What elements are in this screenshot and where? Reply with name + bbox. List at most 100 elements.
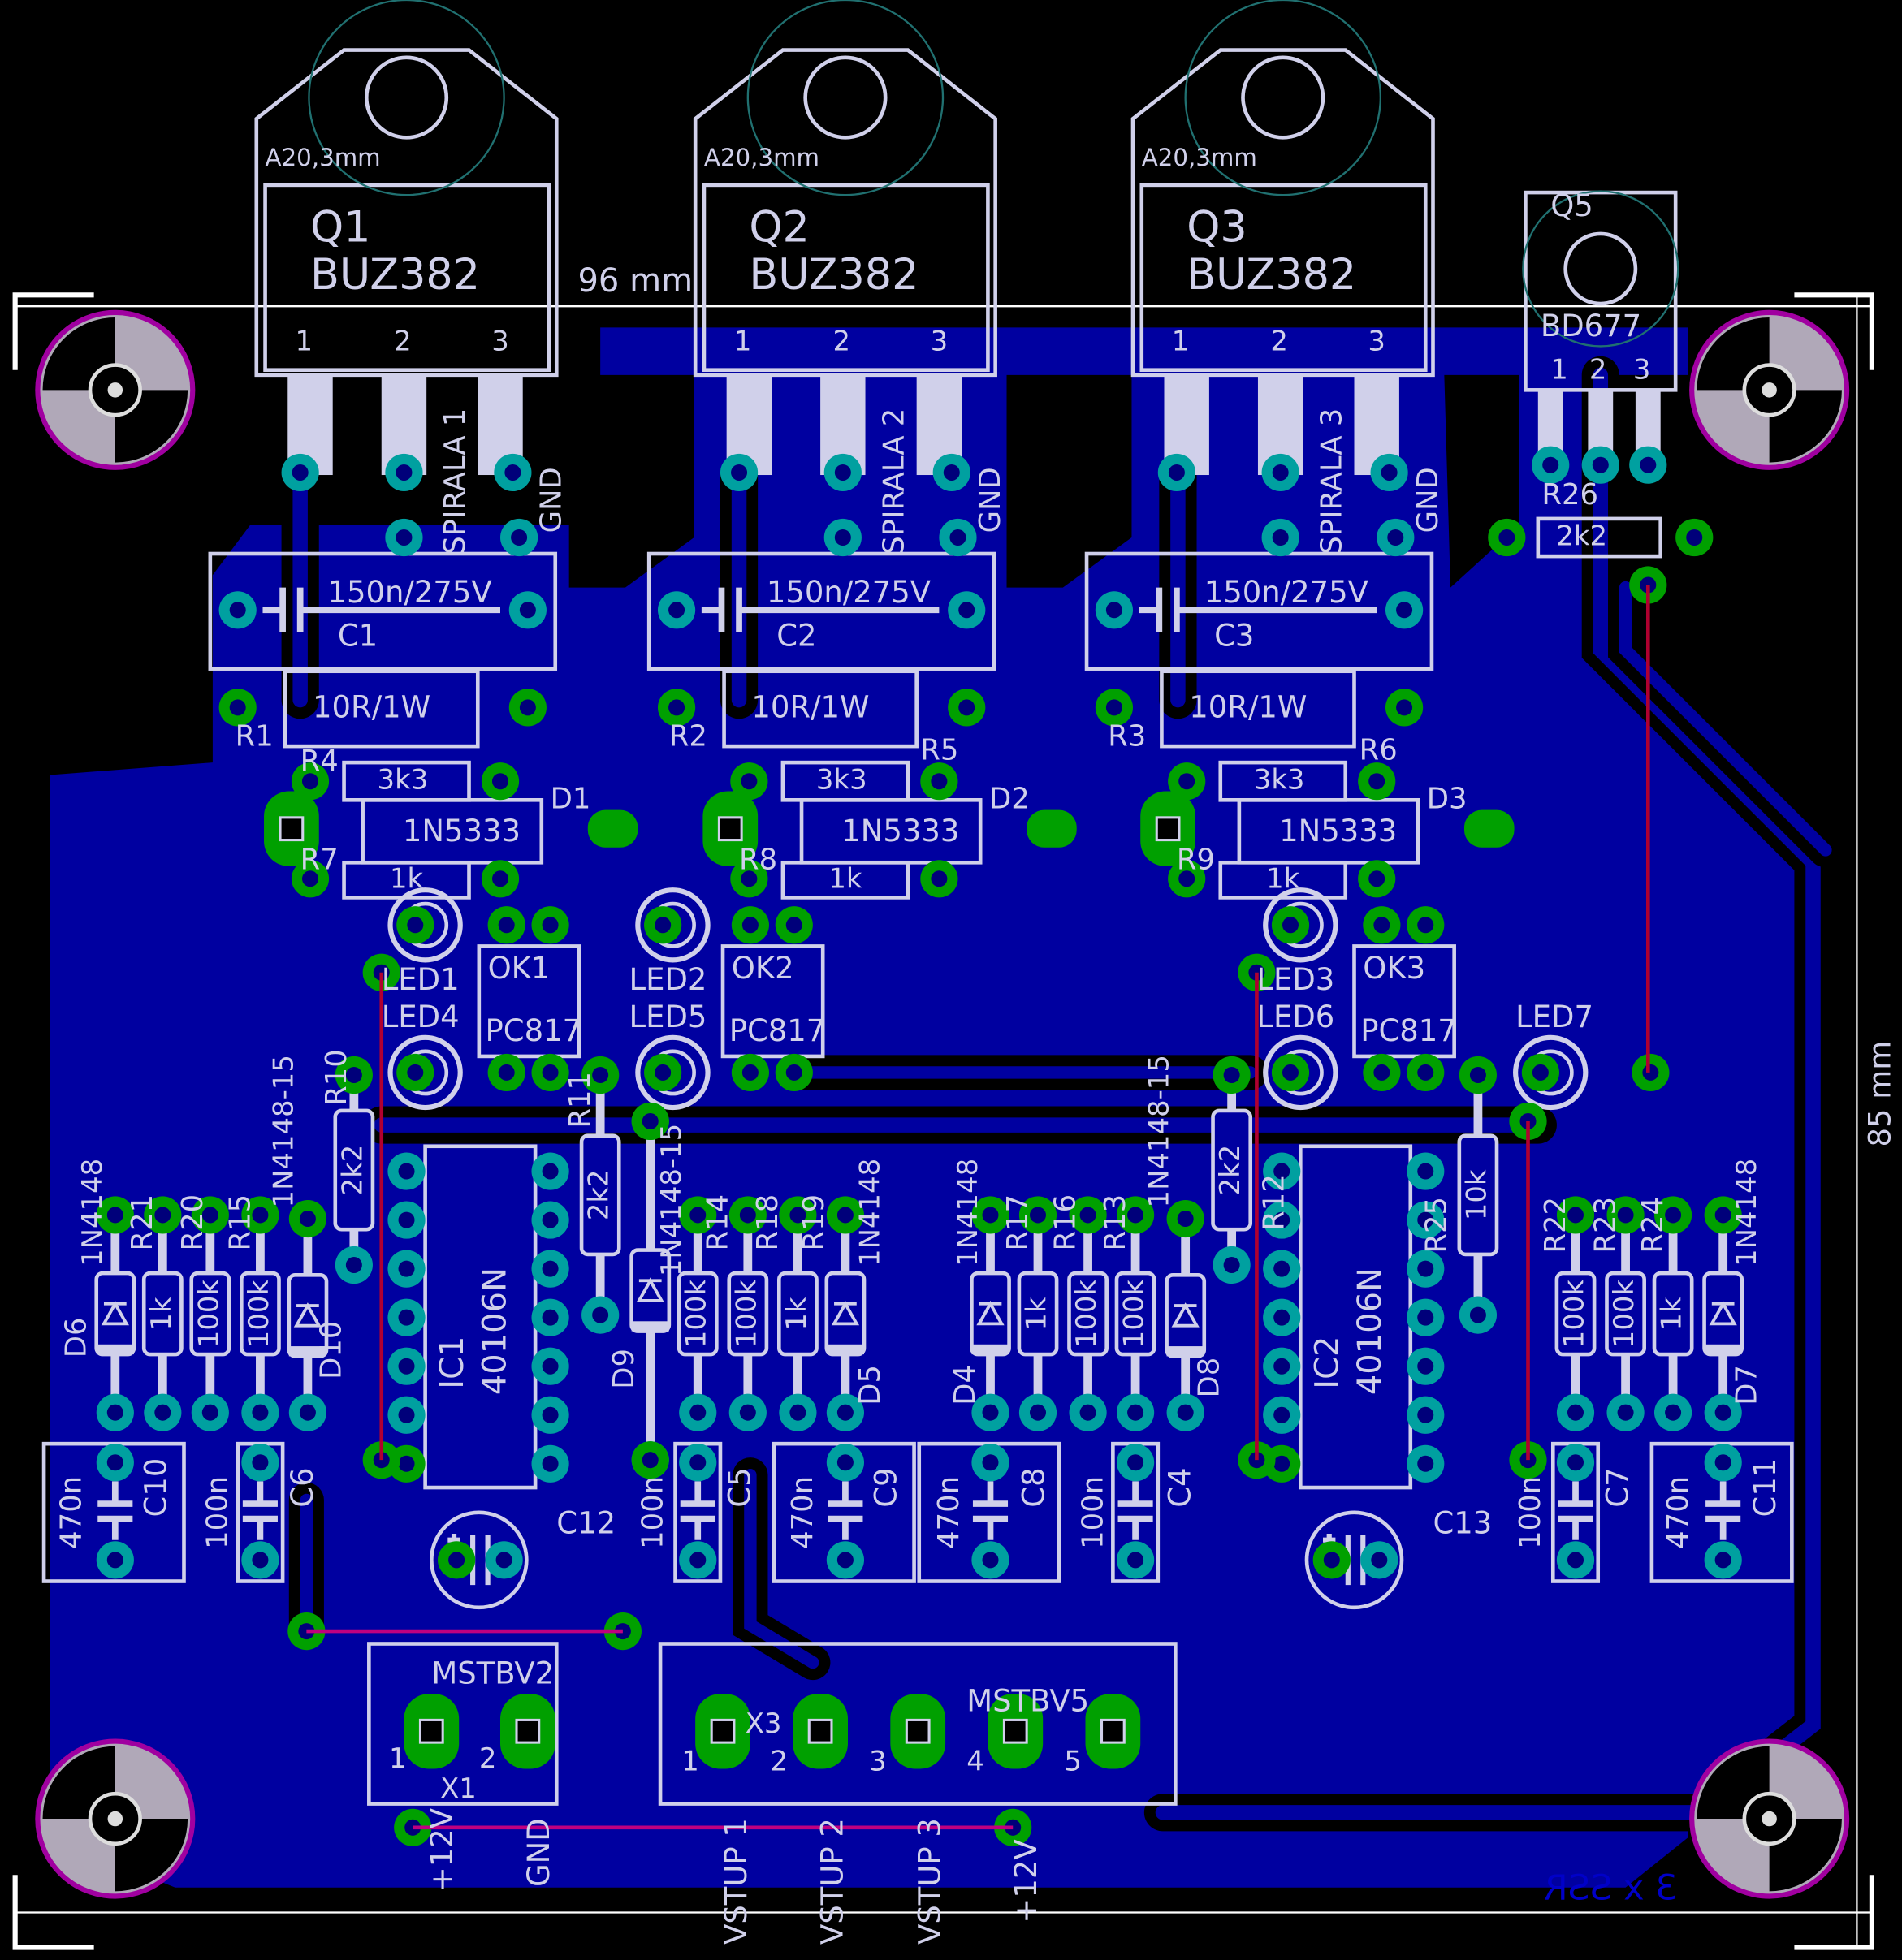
mounting-hole xyxy=(35,309,196,470)
c6-ref: C6 xyxy=(285,1467,320,1507)
pads xyxy=(96,446,1742,1846)
r14-ref: R14 xyxy=(701,1194,734,1251)
transistor-pad xyxy=(499,518,538,557)
r25-value: 10k xyxy=(1460,1169,1492,1220)
pad-drill xyxy=(1567,1404,1584,1421)
pad-drill xyxy=(407,917,424,934)
component-pad xyxy=(144,1196,182,1234)
diode-symbol xyxy=(1709,1300,1737,1326)
resistor-ref: R3 xyxy=(1108,719,1146,753)
trace xyxy=(744,1468,819,1669)
pad-drill xyxy=(668,699,685,716)
pad xyxy=(920,860,958,898)
r23-ref: R23 xyxy=(1589,1197,1622,1254)
optocoupler-pad xyxy=(1363,1053,1401,1092)
resistor-body xyxy=(1605,1271,1646,1357)
pad-drill xyxy=(836,1207,854,1224)
terminal-pad xyxy=(988,1694,1044,1769)
pad-drill xyxy=(836,1454,854,1471)
component-pad xyxy=(1069,1393,1107,1431)
d6-ref: D6 xyxy=(60,1317,93,1358)
pad-drill xyxy=(396,464,413,481)
pad-drill xyxy=(292,464,309,481)
pad-drill xyxy=(836,1404,854,1421)
pad-drill xyxy=(982,1207,999,1224)
pin-number: 3 xyxy=(1633,354,1651,386)
pad-drill xyxy=(1417,1455,1434,1472)
pad xyxy=(1168,762,1206,801)
capacitor-symbol xyxy=(242,1481,278,1540)
resistor-ref: R8 xyxy=(739,844,777,877)
capacitor-symbol xyxy=(1558,1481,1593,1540)
r11-ref: R11 xyxy=(564,1072,597,1129)
pad-drill xyxy=(1177,1404,1194,1421)
pad xyxy=(1407,1250,1445,1288)
pad-drill xyxy=(252,1207,269,1224)
electrolytic-outline xyxy=(430,1510,529,1610)
resistor-ref: R26 xyxy=(1541,478,1598,512)
d4-ref: D4 xyxy=(949,1365,982,1405)
r18-ref: R18 xyxy=(751,1194,785,1251)
component-pad xyxy=(96,1393,134,1431)
pad xyxy=(730,762,768,801)
pin-number: 3 xyxy=(869,1745,887,1777)
pad xyxy=(1704,1444,1742,1482)
mounting-holes xyxy=(35,309,1850,1899)
pad-drill xyxy=(229,602,246,619)
zener-pad xyxy=(702,791,759,866)
pad xyxy=(1263,1250,1301,1288)
electrolytic-outline xyxy=(1304,1510,1404,1610)
diode-ref: D3 xyxy=(1427,782,1468,815)
component-pad xyxy=(1069,1196,1107,1234)
connector-type: MSTBV5 xyxy=(966,1683,1089,1718)
pad-drill xyxy=(1714,1207,1731,1224)
c11-value: 470n xyxy=(1662,1476,1695,1549)
pad xyxy=(96,1444,134,1482)
pad xyxy=(218,689,257,727)
pad-drill xyxy=(958,699,975,716)
pad-drill xyxy=(495,1552,512,1569)
pad-drill xyxy=(789,1207,806,1224)
pad xyxy=(826,1541,865,1579)
component-pad xyxy=(826,1393,865,1431)
pin-number: 2 xyxy=(479,1742,497,1774)
pad xyxy=(96,1541,134,1579)
pad-drill xyxy=(689,1404,707,1421)
pad-drill xyxy=(1127,1552,1144,1569)
pad-drill xyxy=(448,1552,465,1569)
c10-ref: C10 xyxy=(139,1458,174,1517)
pad xyxy=(1488,518,1526,557)
led-pad xyxy=(1271,906,1310,944)
hole-center xyxy=(1762,382,1777,398)
mounting-hole xyxy=(1689,1738,1850,1899)
pad xyxy=(1095,689,1134,727)
pin-number: 1 xyxy=(1550,354,1568,386)
r16-value: 100k xyxy=(1070,1280,1102,1349)
r12-ref: R12 xyxy=(1258,1174,1291,1231)
transistor-outline xyxy=(1130,48,1435,378)
optocoupler-value: PC817 xyxy=(486,1013,582,1048)
diode-ref: D2 xyxy=(989,782,1030,815)
q5-heatsink xyxy=(1522,190,1679,348)
optocoupler-pad xyxy=(531,906,569,944)
c12-ref: C12 xyxy=(556,1506,616,1541)
connector-x3-outline xyxy=(658,1642,1178,1806)
connector-ref: X1 xyxy=(440,1772,477,1804)
pad-drill xyxy=(1178,773,1195,790)
pad-drill xyxy=(958,602,975,619)
component-pad xyxy=(679,1393,717,1431)
component-pad xyxy=(1213,1246,1251,1284)
pad-drill xyxy=(1417,1163,1434,1180)
pad xyxy=(387,1298,426,1336)
optocoupler-pad xyxy=(487,1053,525,1092)
pad-drill xyxy=(1127,1454,1144,1471)
pad-drill xyxy=(1272,529,1289,546)
led-outline xyxy=(387,1034,463,1111)
pin-number: 2 xyxy=(771,1745,789,1777)
r21-ref: R21 xyxy=(126,1194,159,1251)
q5-value: BD677 xyxy=(1541,309,1641,343)
pad-drill xyxy=(542,1358,559,1375)
optocoupler-outline xyxy=(1352,944,1456,1059)
pad xyxy=(481,762,520,801)
pad-drill xyxy=(1417,1406,1434,1423)
